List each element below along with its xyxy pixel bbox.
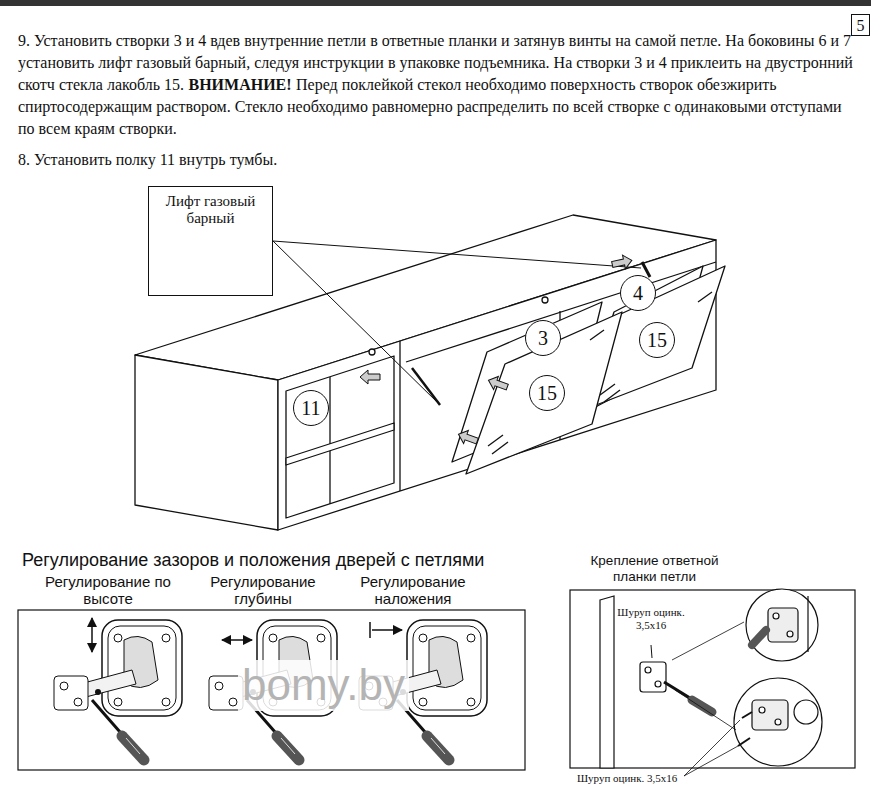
node-text: 3 (538, 327, 548, 350)
lift-leader-lines (273, 241, 438, 403)
strike-plate-drawing (675, 690, 736, 730)
direction-arrows (611, 253, 633, 271)
strike-plate-drawing (738, 738, 750, 746)
instruction-paragraph: 9. Установить створки 3 и 4 вдев внутрен… (18, 30, 854, 140)
figure-caption: Регулирование по высоте (37, 573, 179, 608)
door-panels (488, 435, 503, 446)
node-text: 15 (647, 329, 667, 352)
strike-plate-drawing (655, 681, 661, 687)
figure-frame (570, 590, 855, 768)
part-label: Шуруп оцинк. 3,5х16 (611, 606, 691, 631)
figure-caption: Крепление ответной планки петли (572, 553, 737, 584)
callout-number: 15 (639, 322, 675, 358)
door-panels (604, 390, 620, 402)
strike-plate-drawing (692, 700, 712, 712)
cabinet (286, 356, 394, 518)
direction-arrows (360, 370, 380, 384)
node-text: 15 (537, 382, 557, 405)
top-bar (0, 0, 871, 6)
cabinet (286, 423, 394, 465)
adjust-arrows (369, 622, 371, 638)
strike-plate-drawing (645, 667, 651, 673)
callout-number: 11 (293, 390, 329, 426)
cabinet (642, 262, 650, 277)
strike-plate-drawing (787, 631, 793, 637)
section-heading: Регулирование зазоров и положения дверей… (22, 550, 484, 571)
strike-plate-drawing (640, 662, 666, 692)
direction-arrows (486, 374, 510, 394)
cabinet (329, 377, 330, 504)
strike-plate-drawing (600, 589, 822, 776)
strike-plate-drawing (759, 707, 765, 713)
callout-number: 15 (529, 375, 565, 411)
strike-plate-drawing (672, 622, 744, 660)
node-text: 11 (301, 397, 320, 420)
strike-plate-drawing (775, 719, 781, 725)
cabinet (412, 368, 440, 405)
strike-plate-drawing (742, 712, 752, 718)
lift-leader-lines (273, 241, 641, 268)
figure-frame (18, 610, 525, 770)
strike-plate-drawing (651, 645, 652, 658)
node-text: 4 (633, 282, 643, 305)
part-label: Шуруп оцинк. 3,5х16 (577, 772, 677, 785)
part-box: Лифт газовый барный (148, 186, 273, 296)
node-text: Лифт газовый барный (155, 193, 266, 228)
node-text: 5 (857, 17, 865, 35)
cabinet (399, 341, 400, 491)
strike-plate-drawing (773, 613, 779, 619)
warning-text: ВНИМАНИЕ! (188, 76, 291, 93)
strike-plate-drawing (807, 596, 808, 652)
door-panels (466, 312, 622, 474)
watermark: bomy.by (238, 660, 409, 711)
door-panels (492, 442, 508, 454)
strike-plate-drawing (746, 589, 818, 661)
strike-plate-drawing (664, 682, 690, 698)
callout-number: 3 (525, 320, 561, 356)
door-panels (698, 292, 712, 302)
direction-arrows (360, 253, 633, 447)
cabinet (542, 297, 548, 303)
adjust-arrows (91, 618, 93, 652)
strike-plate-drawing (684, 746, 738, 776)
adjust-arrows (92, 618, 402, 652)
strike-plate-drawing (794, 700, 818, 724)
instruction-text: 8. Установить полку 11 внутрь тумбы. (18, 151, 277, 169)
cabinet (135, 355, 278, 530)
strike-plate-drawing (752, 630, 766, 645)
direction-arrows (456, 428, 480, 448)
figure-caption: Регулирование глубины (192, 573, 334, 608)
hinge-drawing (54, 620, 182, 760)
strike-plate-drawing (600, 596, 614, 768)
adjust-arrows (372, 629, 402, 631)
adjust-arrows (222, 639, 252, 641)
figure-caption: Регулирование наложения (342, 573, 484, 608)
strike-plate-drawing (752, 700, 788, 730)
cabinet (278, 240, 716, 530)
strike-plate-drawing (768, 608, 798, 642)
callout-number: 4 (620, 275, 656, 311)
cabinet (369, 349, 375, 355)
strike-plate-drawing (684, 720, 740, 776)
strike-plate-drawing (734, 678, 822, 766)
door-panels (452, 266, 725, 474)
page-number: 5 (851, 14, 870, 36)
door-panels (590, 330, 604, 340)
lift-leader-lines (273, 241, 641, 403)
